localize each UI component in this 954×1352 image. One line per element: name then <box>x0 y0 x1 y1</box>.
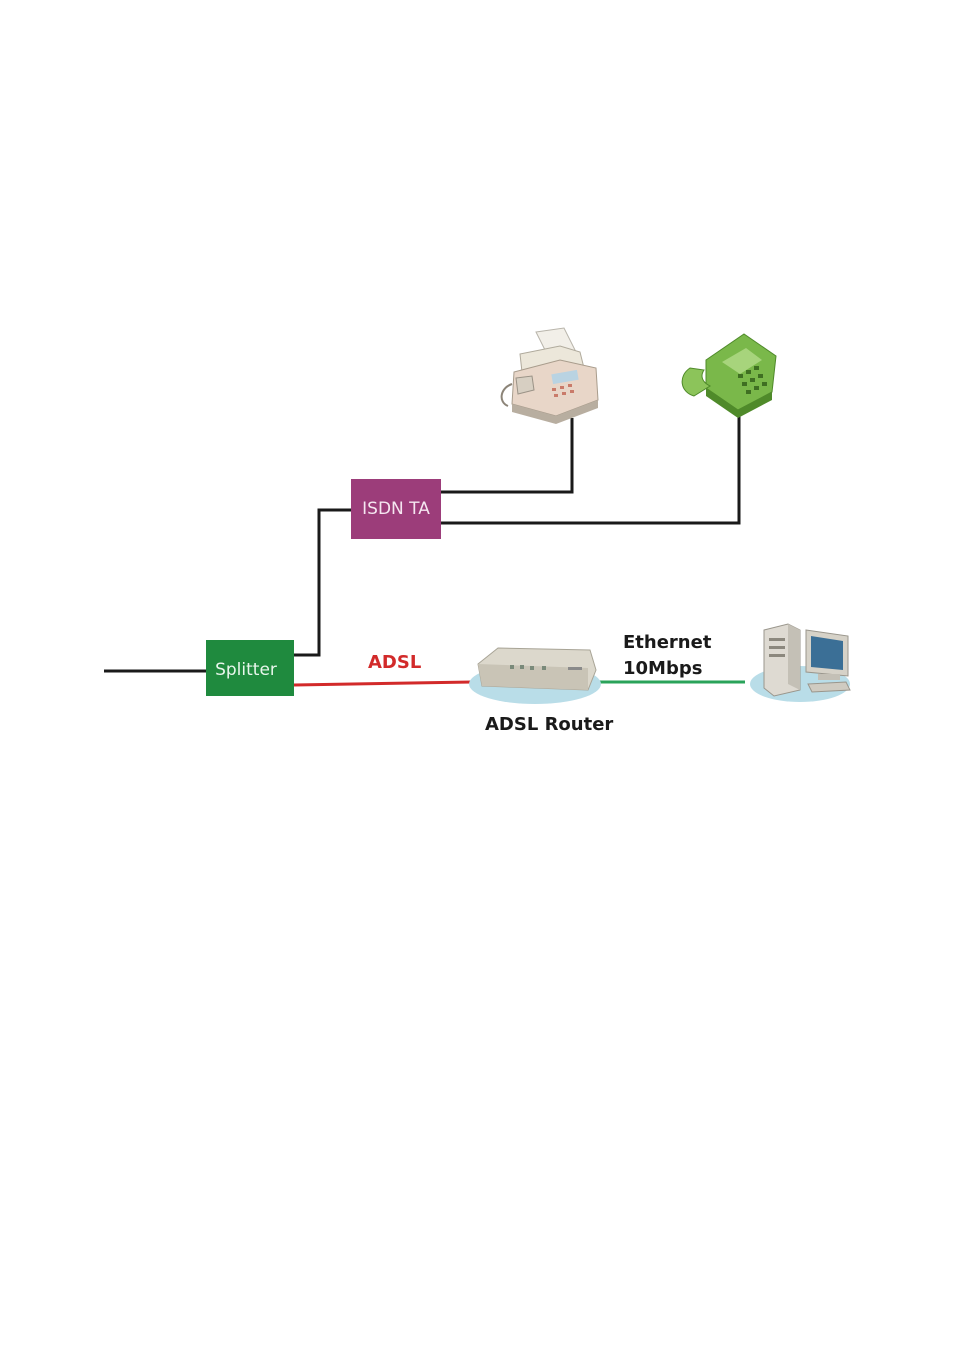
adsl-router-icon <box>469 648 601 704</box>
splitter-to-isdn-line <box>294 510 351 655</box>
splitter-node: Splitter <box>206 640 294 696</box>
isdn-ta-node: ISDN TA <box>351 479 441 539</box>
ethernet-speed-label: 10Mbps <box>623 658 702 679</box>
desktop-computer-icon <box>750 624 850 702</box>
isdn-to-phone-line <box>441 405 739 523</box>
adsl-router-label: ADSL Router <box>485 714 613 735</box>
isdn-to-fax-line <box>441 418 572 492</box>
fax-machine-icon <box>502 328 598 424</box>
adsl-link-label: ADSL <box>368 652 421 673</box>
isdn-ta-label: ISDN TA <box>362 499 430 519</box>
telephone-icon <box>682 334 776 418</box>
adsl-line <box>294 682 472 685</box>
splitter-label: Splitter <box>215 660 277 680</box>
ethernet-link-label: Ethernet <box>623 632 712 653</box>
